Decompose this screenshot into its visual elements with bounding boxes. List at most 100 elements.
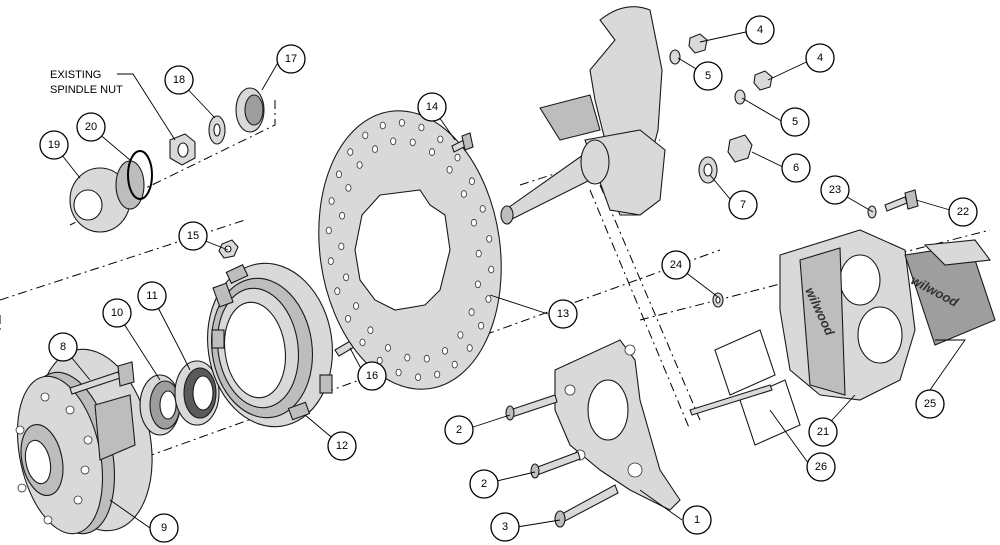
callout-25: 25 [915, 389, 945, 419]
callout-ring [682, 505, 712, 535]
rotor-drill-hole [339, 211, 346, 220]
rotor-drill-hole [390, 137, 397, 146]
rotor-drill-hole [446, 166, 453, 174]
callout-number: 5 [792, 116, 798, 128]
existing-spindle-nut-note: EXISTING SPINDLE NUT [50, 69, 176, 141]
rotor-drill-hole [460, 190, 467, 198]
rotor-drill-hole [451, 360, 458, 369]
callout-ring [417, 92, 447, 122]
callout-number: 3 [502, 521, 508, 533]
rotor-drill-hole [353, 302, 360, 310]
callout-number: 6 [793, 162, 799, 174]
rotor-drill-hole [466, 344, 473, 352]
callout-12: 12 [327, 431, 357, 461]
callout-21: 21 [808, 417, 838, 447]
callout-number: 16 [366, 370, 378, 382]
callout-ring [728, 190, 758, 220]
rotor-drill-hole [434, 370, 441, 379]
rotor-drill-hole [343, 273, 350, 282]
rotor-drill-hole [379, 121, 386, 130]
bracket-bolts [505, 394, 619, 528]
callout-number: 25 [924, 398, 936, 410]
callout-ring [661, 250, 691, 280]
rotor-drill-hole [485, 295, 492, 303]
callout-ring [327, 431, 357, 461]
callout-number: 15 [187, 230, 199, 242]
hardware-right [712, 189, 919, 308]
callout-24: 24 [661, 250, 691, 280]
wheel-stud-part-8 [69, 361, 135, 395]
rotor-drill-hole [409, 138, 416, 147]
callout-2a: 2 [444, 415, 474, 445]
rotor-drill-hole [404, 353, 411, 362]
callout-number: 19 [48, 139, 60, 151]
callout-3: 3 [490, 512, 520, 542]
rotor-drill-hole [488, 265, 495, 274]
rotor-drill-hole [359, 338, 366, 347]
callout-number: 17 [285, 53, 297, 65]
callout-4a: 4 [745, 15, 775, 45]
callout-ring [444, 415, 474, 445]
nut-part-4a [688, 33, 708, 54]
callout-ring [806, 452, 836, 482]
callout-number: 4 [757, 24, 763, 36]
callout-ring [102, 298, 132, 328]
o-ring-part-20 [127, 150, 153, 200]
nut-part-4b [753, 70, 773, 91]
callout-number: 24 [670, 259, 682, 271]
nut-part-6 [727, 134, 753, 163]
callout-26: 26 [806, 452, 836, 482]
callout-ring [164, 65, 194, 95]
callout-number: 4 [817, 52, 823, 64]
callout-11: 11 [137, 281, 167, 311]
callout-10: 10 [102, 298, 132, 328]
rotor-drill-hole [345, 314, 352, 323]
callout-ring [745, 15, 775, 45]
callout-5a: 5 [693, 61, 723, 91]
callout-18: 18 [164, 65, 194, 95]
callout-4b: 4 [805, 43, 835, 73]
callout-ring [490, 512, 520, 542]
rotor-drill-hole [362, 131, 369, 140]
callout-15: 15 [178, 221, 208, 251]
washer-part-23 [867, 205, 877, 219]
brake-pad-part-25: wilwood [904, 239, 996, 346]
rotor-drill-hole [468, 308, 475, 316]
hub-part-9 [15, 348, 153, 535]
washer-part-5b [734, 89, 746, 105]
callout-ring [820, 175, 850, 205]
callout-number: 21 [817, 426, 829, 438]
rotor-drill-hole [367, 326, 374, 335]
callout-ring [808, 417, 838, 447]
callout-ring [948, 197, 978, 227]
rotor-drill-hole [457, 331, 464, 339]
rotor-drill-hole [328, 197, 335, 205]
pad-shims-part-26 [689, 329, 801, 446]
callout-ring [805, 43, 835, 73]
callout-ring [548, 299, 578, 329]
note-line-1: EXISTING [50, 69, 101, 81]
rotor-drill-hole [437, 135, 444, 144]
bolt-part-22 [884, 196, 908, 212]
rotor-drill-hole [325, 226, 332, 235]
callout-ring [276, 44, 306, 74]
callout-22: 22 [948, 197, 978, 227]
callout-16: 16 [357, 361, 387, 391]
callout-17: 17 [276, 44, 306, 74]
rotor-drill-hole [428, 148, 435, 156]
bolt-part-14 [451, 132, 474, 153]
rotor-drill-hole [478, 321, 485, 330]
washer-part-5a [669, 49, 681, 65]
callout-8: 8 [48, 332, 78, 362]
callout-number: 26 [815, 461, 827, 473]
callout-number: 5 [705, 70, 711, 82]
callout-ring [693, 61, 723, 91]
rotor-drill-hole [474, 280, 481, 289]
rotor-drill-hole [334, 287, 341, 295]
callout-ring [780, 107, 810, 137]
callout-ring [76, 112, 106, 142]
callout-number: 9 [161, 522, 167, 534]
hardware-upper-right [669, 33, 773, 184]
callout-ring [915, 389, 945, 419]
